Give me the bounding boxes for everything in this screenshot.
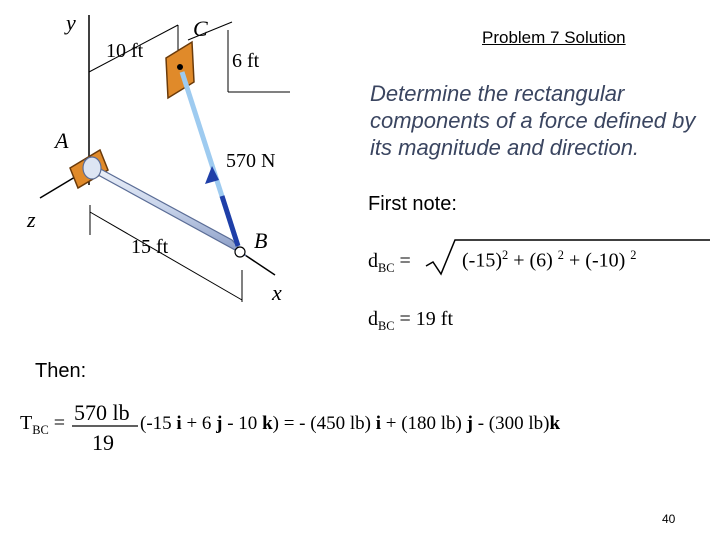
point-a-label: A: [55, 128, 69, 153]
dim-10ft-label: 10 ft: [106, 40, 144, 62]
dim-6ft-top: [187, 21, 233, 41]
exp-3: 2: [630, 248, 637, 262]
problem-description: Determine the rectangular components of …: [370, 81, 696, 160]
force-arrowhead: [205, 166, 219, 184]
t-label: T: [20, 412, 33, 434]
distance-result: dBC = 19 ft: [368, 308, 453, 334]
point-b-joint: [234, 246, 246, 258]
unit-j-1: j: [216, 413, 223, 434]
first-note-heading: First note:: [368, 193, 457, 215]
dim-6ft-label: 6 ft: [232, 50, 260, 72]
expr-d: + (180 lb): [380, 413, 467, 434]
distance-formula: dBC =: [368, 250, 411, 276]
point-c-label: C: [193, 16, 208, 41]
exp-2: 2: [557, 248, 564, 262]
cable-bc-tip: [219, 195, 241, 247]
expr-c: ) = - (450 lb): [272, 413, 376, 434]
unit-k-2: k: [549, 413, 561, 434]
unit-k-1: k: [262, 413, 273, 434]
fraction-denominator: 19: [92, 430, 114, 455]
t-sub: BC: [32, 423, 49, 437]
d-sub: BC: [378, 261, 395, 275]
exp-1: 2: [501, 248, 509, 262]
expr-open: (-15: [140, 413, 177, 434]
page-title: Problem 7 Solution: [482, 28, 626, 47]
dim-15ft-line: [89, 211, 243, 301]
dim-10ft-line: [88, 24, 179, 73]
expr-b: - 10: [222, 413, 263, 434]
term-1: (-15): [462, 249, 502, 272]
force-label: 570 N: [226, 150, 276, 172]
point-c-dot: [177, 64, 183, 70]
rod-end-a: [82, 156, 102, 180]
d-label: d: [368, 250, 378, 272]
axis-z-label: z: [27, 207, 36, 232]
x-axis-line: [244, 254, 276, 276]
then-heading: Then:: [35, 360, 87, 382]
unit-i-2: i: [375, 413, 381, 434]
expr-e: - (300 lb): [472, 413, 550, 434]
axis-x-label: x: [272, 280, 282, 305]
d-equals: =: [394, 250, 411, 272]
page-number: 40: [662, 512, 676, 526]
result-d-label: d: [368, 308, 378, 330]
tension-label: TBC =: [20, 412, 65, 438]
term-2: + (6): [508, 249, 558, 272]
t-equals: =: [48, 412, 66, 434]
result-value: = 19 ft: [394, 308, 454, 330]
fraction-numerator: 570 lb: [74, 400, 130, 425]
sqrt-sign: [425, 239, 710, 276]
point-b-label: B: [254, 228, 268, 253]
unit-i-1: i: [176, 413, 182, 434]
term-3: + (-10): [564, 249, 631, 272]
expr-a: + 6: [181, 413, 217, 434]
result-d-sub: BC: [378, 319, 395, 333]
distance-radicand: (-15)2 + (6) 2 + (-10) 2: [462, 248, 636, 273]
dim-15ft-label: 15 ft: [131, 236, 169, 258]
unit-j-2: j: [466, 413, 473, 434]
axis-y-label: y: [66, 10, 76, 35]
tension-expression: (-15 i + 6 j - 10 k) = - (450 lb) i + (1…: [140, 413, 560, 435]
